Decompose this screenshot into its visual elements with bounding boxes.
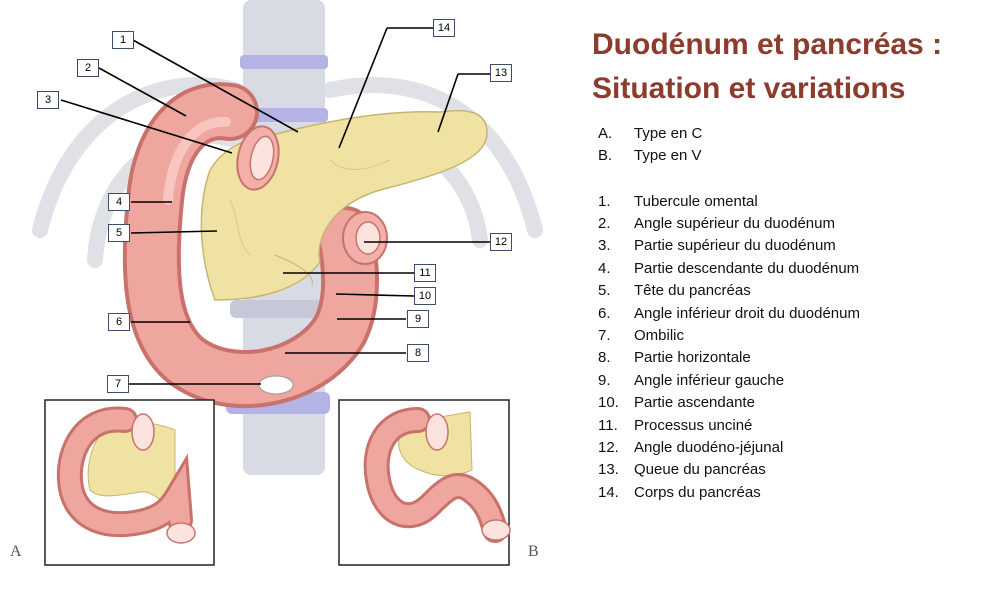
legend-label: Tête du pancréas	[634, 282, 751, 300]
variant-key: B.	[598, 147, 613, 165]
legend-item: 5. Tête du pancréas	[598, 280, 860, 302]
duodenojejunal-flexure	[342, 211, 388, 265]
legend-key: 3.	[598, 237, 611, 255]
legend-label: Angle inférieur droit du duodénum	[634, 304, 860, 322]
legend-key: 5.	[598, 282, 611, 300]
callout-2: 2	[77, 59, 99, 77]
callout-13: 13	[490, 64, 512, 82]
legend-item: 4. Partie descendante du duodénum	[598, 257, 860, 279]
illustration	[32, 0, 543, 566]
legend-label: Angle duodéno-jéjunal	[634, 438, 784, 456]
legend-item: 3. Partie supérieur du duodénum	[598, 235, 860, 257]
legend-label: Partie ascendante	[634, 394, 755, 412]
legend-key: 4.	[598, 259, 611, 277]
legend-item: 12. Angle duodéno-jéjunal	[598, 436, 860, 458]
legend-key: 1.	[598, 192, 611, 210]
legend-key: 7.	[598, 327, 611, 345]
legend-item: 10. Partie ascendante	[598, 392, 860, 414]
anatomy-figure: 1 2 3 4 5 6 7 8 9 10 11 12 13 14 A B	[10, 0, 543, 566]
legend-key: 11.	[598, 416, 618, 434]
variant-letter-b: B	[528, 543, 539, 560]
callout-1: 1	[112, 31, 134, 49]
callout-4: 4	[108, 193, 130, 211]
legend-item: 8. Partie horizontale	[598, 347, 860, 369]
legend-item: 1. Tubercule omental	[598, 190, 860, 212]
structure-legend: 1. Tubercule omental 2. Angle supérieur du…	[598, 190, 860, 503]
legend-key: 8.	[598, 349, 611, 367]
legend-label: Tubercule omental	[634, 192, 758, 210]
legend-key: 10.	[598, 394, 619, 412]
variant-letter-a: A	[10, 543, 22, 560]
legend-item: 2. Angle supérieur du duodénum	[598, 212, 860, 234]
variant-label: Type en C	[634, 124, 703, 142]
legend-key: 14.	[598, 483, 619, 501]
legend-key: 12.	[598, 438, 619, 456]
variant-item: A. Type en C	[598, 122, 702, 144]
legend-item: 6. Angle inférieur droit du duodénum	[598, 302, 860, 324]
callout-7: 7	[107, 375, 129, 393]
title-line-1: Duodénum et pancréas :	[592, 28, 943, 61]
callout-14: 14	[433, 19, 455, 37]
legend-item: 7. Ombilic	[598, 324, 860, 346]
variant-label: Type en V	[634, 147, 702, 165]
legend-item: 9. Angle inférieur gauche	[598, 369, 860, 391]
callout-6: 6	[108, 313, 130, 331]
title-line-2: Situation et variations	[592, 72, 906, 105]
legend-key: 6.	[598, 304, 611, 322]
legend-label: Partie descendante du duodénum	[634, 259, 860, 277]
legend-label: Processus unciné	[634, 416, 753, 434]
legend-label: Angle supérieur du duodénum	[634, 215, 835, 233]
legend-item: 13. Queue du pancréas	[598, 459, 860, 481]
duodenum	[122, 82, 379, 408]
legend-label: Queue du pancréas	[634, 461, 766, 479]
leader-lines	[60, 27, 490, 385]
inset-type-v	[338, 399, 511, 566]
legend-label: Partie horizontale	[634, 349, 751, 367]
callout-3: 3	[37, 91, 59, 109]
callout-11: 11	[414, 264, 436, 282]
legend-item: 14. Corps du pancréas	[598, 481, 860, 503]
callout-5: 5	[108, 224, 130, 242]
callout-9: 9	[407, 310, 429, 328]
legend-key: 9.	[598, 371, 611, 389]
umbilicus	[258, 375, 294, 395]
legend-label: Ombilic	[634, 327, 685, 345]
legend-label: Corps du pancréas	[634, 483, 761, 501]
variant-legend: A. Type en C B. Type en V	[598, 122, 702, 167]
legend-key: 13.	[598, 461, 619, 479]
variant-key: A.	[598, 124, 613, 142]
inset-type-c	[44, 399, 215, 566]
legend-item: 11. Processus unciné	[598, 414, 860, 436]
callout-12: 12	[490, 233, 512, 251]
legend-label: Angle inférieur gauche	[634, 371, 785, 389]
duodenum-bulb-opening	[236, 125, 280, 191]
legend-label: Partie supérieur du duodénum	[634, 237, 836, 255]
callout-8: 8	[407, 344, 429, 362]
legend-key: 2.	[598, 215, 611, 233]
variant-item: B. Type en V	[598, 144, 702, 166]
callout-10: 10	[414, 287, 436, 305]
